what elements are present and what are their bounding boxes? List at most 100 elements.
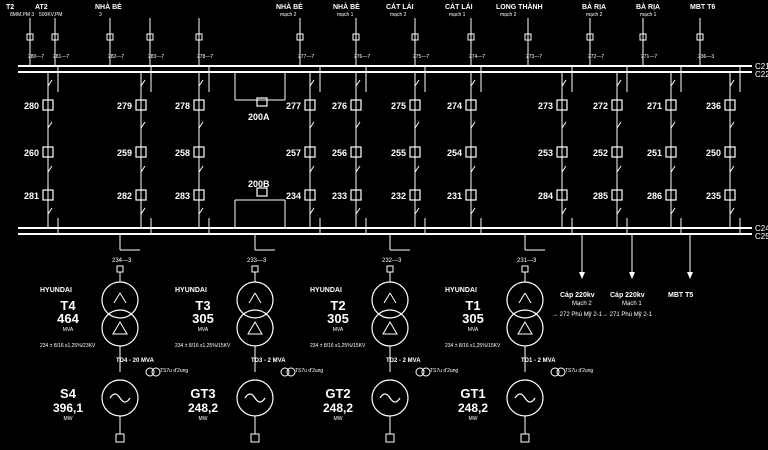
lower-breaker-6 — [465, 189, 477, 201]
unit-mva-t3: 305 — [192, 311, 214, 326]
unit-breaker-t4 — [116, 265, 124, 273]
feeder-ct-4 — [195, 33, 203, 41]
upper-breaker-3 — [304, 99, 316, 111]
bay-switch-mid1-4-blade — [355, 121, 361, 129]
unit-td-note-t1: TS7u d'2ung — [565, 368, 593, 374]
middle-breaker-8 — [611, 146, 623, 158]
transformer-lv-t2 — [371, 309, 409, 347]
upper-breaker-8-label: 272 — [593, 101, 608, 111]
unit-breaker-t2 — [386, 265, 394, 273]
generator-name-t2: GT2 — [325, 386, 350, 401]
middle-breaker-10-label: 250 — [706, 148, 721, 158]
bay-switch-mid2-5-blade — [414, 165, 420, 173]
lower-breaker-5 — [409, 189, 421, 201]
unit-name-t1: T1 — [465, 298, 480, 313]
generator-name-t3: GT3 — [190, 386, 215, 401]
top-label-t2: T2 — [6, 4, 14, 11]
feeder-top-label-5: 277—7 — [298, 54, 314, 60]
lower-breaker-7-label: 284 — [538, 191, 553, 201]
feeder-ct-2 — [106, 33, 114, 41]
transformer-wye-a-t2 — [383, 292, 391, 304]
feeder-top-label-6: 276—7 — [354, 54, 370, 60]
middle-breaker-6 — [465, 146, 477, 158]
top-label-at2: AT2 — [35, 4, 48, 11]
feeder-ct-12 — [696, 33, 704, 41]
unit-mva-unit-t4: MVA — [63, 327, 74, 333]
unit-mva-unit-t3: MVA — [198, 327, 209, 333]
upper-breaker-9-label: 271 — [647, 101, 662, 111]
bay-switch-bot-9-blade — [670, 207, 676, 215]
middle-breaker-2 — [193, 146, 205, 158]
lower-breaker-8 — [611, 189, 623, 201]
lower-breaker-10-label: 235 — [706, 191, 721, 201]
upper-breaker-5-label: 275 — [391, 101, 406, 111]
bay-switch-bot-1-blade — [140, 207, 146, 215]
feeder-top-label-3: 283—7 — [148, 54, 164, 60]
bay-switch-bot-3-blade — [309, 207, 315, 215]
bay-switch-mid1-5-blade — [414, 121, 420, 129]
upper-breaker-8 — [611, 99, 623, 111]
unit-td-xfmr-b-t1 — [556, 367, 566, 377]
lower-breaker-1 — [135, 189, 147, 201]
unit-breaker-t3 — [251, 265, 259, 273]
unit-td-t2: TD2 - 2 MVA — [386, 358, 421, 364]
out-feeder-dest-cap-220-2: → 272 Phú Mỹ 2-1 — [552, 312, 603, 318]
feeder-ct-6 — [352, 33, 360, 41]
out-feeder-arrow-cap-220-1 — [629, 272, 635, 279]
upper-breaker-3-label: 277 — [286, 101, 301, 111]
transformer-hv-t4 — [101, 281, 139, 319]
upper-breaker-2 — [193, 99, 205, 111]
bay-switch-bot-10-blade — [729, 207, 735, 215]
bay-switch-bot-2-blade — [198, 207, 204, 215]
bay-switch-bot-0-blade — [47, 207, 53, 215]
unit-maker-t4: HYUNDAI — [40, 287, 72, 294]
feeder-top-label-0: 280—7 — [28, 54, 44, 60]
unit-mva-unit-t1: MVA — [468, 327, 479, 333]
bay-switch-mid1-0-blade — [47, 121, 53, 129]
unit-maker-t1: HYUNDAI — [445, 287, 477, 294]
unit-td-xfmr-a-t2 — [415, 367, 425, 377]
unit-td-t4: TD4 - 20 MVA — [116, 358, 155, 364]
unit-ratio-t4: 234 ± 8/16 x1,25%/23KV — [40, 343, 96, 349]
generator-ground-box-t1 — [520, 433, 530, 443]
unit-mva-t1: 305 — [462, 311, 484, 326]
unit-td-xfmr-a-t1 — [550, 367, 560, 377]
feeder-ct-5 — [296, 33, 304, 41]
generator-mw-t1: 248,2 — [458, 401, 488, 415]
middle-breaker-0-label: 260 — [24, 148, 39, 158]
middle-breaker-9 — [665, 146, 677, 158]
feeder-ct-8 — [467, 33, 475, 41]
feeder-top-label-11: 271—7 — [641, 54, 657, 60]
unit-breaker-t1 — [521, 265, 529, 273]
middle-breaker-6-label: 254 — [447, 148, 462, 158]
unit-mva-unit-t2: MVA — [333, 327, 344, 333]
bus-label-c25: C25 — [755, 232, 768, 241]
out-feeder-label-mbt-t5: MBT T5 — [668, 292, 693, 299]
bay-switch-mid1-9-blade — [670, 121, 676, 129]
generator-sine-t4 — [109, 393, 131, 403]
coupler-200b — [256, 187, 268, 197]
unit-name-t3: T3 — [195, 298, 210, 313]
feeder-ct-3 — [146, 33, 154, 41]
feeder-top-label-2: 282—7 — [108, 54, 124, 60]
lower-breaker-6-label: 231 — [447, 191, 462, 201]
bay-switch-top-2-blade — [198, 79, 204, 87]
bay-switch-mid1-6-blade — [470, 121, 476, 129]
top-sublabel-cat-lai-1: mạch 1 — [449, 12, 466, 18]
generator-sine-t2 — [379, 393, 401, 403]
unit-td-xfmr-b-t3 — [286, 367, 296, 377]
out-feeder-sub-cap-220-2: Mạch 2 — [572, 301, 592, 307]
top-label-nha-be-1: NHÀ BÈ — [333, 2, 360, 11]
transformer-lv-t3 — [236, 309, 274, 347]
middle-breaker-7 — [556, 146, 568, 158]
transformer-delta-t1 — [517, 321, 533, 335]
transformer-wye-b-t3 — [254, 292, 262, 304]
unit-td-t1: TD1 - 2 MVA — [521, 358, 556, 364]
upper-breaker-6-label: 274 — [447, 101, 462, 111]
top-sublabel-cat-lai-2: mạch 2 — [390, 12, 407, 18]
generator-mw-unit-t3: MW — [199, 416, 208, 422]
bay-switch-top-1-blade — [140, 79, 146, 87]
middle-breaker-4-label: 256 — [332, 148, 347, 158]
unit-td-t3: TD3 - 2 MVA — [251, 358, 286, 364]
